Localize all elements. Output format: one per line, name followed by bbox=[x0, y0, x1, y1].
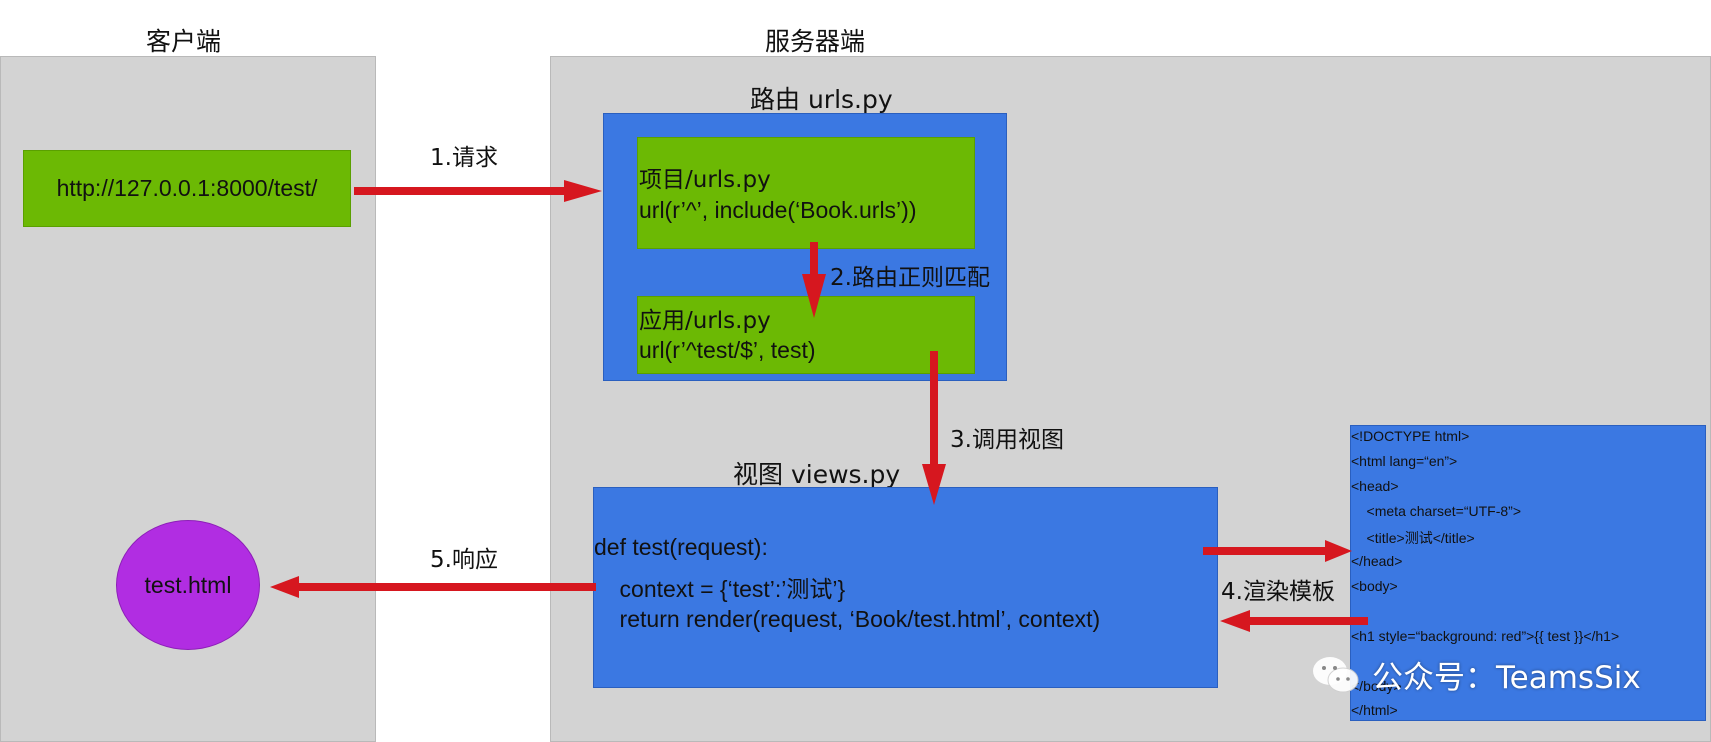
app-urls-code: url(r’^test/$’, test) bbox=[639, 337, 816, 363]
step-4-label: 4.渲染模板 bbox=[1221, 579, 1335, 605]
arrow-render-to-template bbox=[1203, 540, 1352, 562]
template-line-4: <meta charset=“UTF-8”> bbox=[1351, 503, 1521, 519]
view-code-line-3: return render(request, ‘Book/test.html’,… bbox=[594, 606, 1101, 632]
template-line-6: </head> bbox=[1351, 553, 1403, 569]
step-2-label: 2.路由正则匹配 bbox=[830, 265, 990, 291]
view-code-line-1: def test(request): bbox=[594, 534, 768, 560]
template-line-11: </body> bbox=[1351, 678, 1402, 694]
client-heading: 客户端 bbox=[146, 27, 222, 56]
watermark: 公众号：TeamsSix bbox=[1310, 652, 1641, 697]
watermark-text: 公众号：TeamsSix bbox=[1372, 660, 1641, 696]
step-3-label: 3.调用视图 bbox=[950, 427, 1064, 453]
template-line-7: <body> bbox=[1351, 578, 1398, 594]
template-box: <!DOCTYPE html> <html lang=“en”> <head> … bbox=[1350, 425, 1706, 721]
step-5-label: 5.响应 bbox=[430, 547, 498, 573]
template-line-12: </html> bbox=[1351, 702, 1398, 718]
step-1-label: 1.请求 bbox=[430, 145, 498, 171]
template-line-9: <h1 style=“background: red”>{{ test }}</… bbox=[1351, 628, 1620, 644]
template-line-3: <head> bbox=[1351, 478, 1399, 494]
arrow-request bbox=[354, 180, 602, 202]
url-box: http://127.0.0.1:8000/test/ bbox=[23, 150, 351, 227]
template-line-1: <!DOCTYPE html> bbox=[1351, 428, 1470, 444]
app-urls-box: 应用/urls.py url(r’^test/$’, test) bbox=[637, 296, 975, 374]
server-heading: 服务器端 bbox=[765, 27, 866, 56]
project-urls-code: url(r’^’, include(‘Book.urls’)) bbox=[639, 197, 917, 223]
response-circle: test.html bbox=[116, 520, 260, 650]
router-title: 路由 urls.py bbox=[750, 85, 893, 114]
wechat-icon bbox=[1313, 656, 1359, 692]
app-urls-label: 应用/urls.py bbox=[639, 308, 771, 334]
view-code-line-2: context = {‘test’:’测试’} bbox=[594, 576, 846, 602]
template-line-5: <title>测试</title> bbox=[1351, 530, 1475, 546]
arrow-call-view bbox=[922, 351, 946, 505]
response-file-label: test.html bbox=[144, 571, 232, 598]
arrow-response bbox=[270, 576, 596, 598]
arrow-render-to-view bbox=[1220, 610, 1368, 632]
view-box: def test(request): context = {‘test’:’测试… bbox=[593, 487, 1218, 688]
template-line-2: <html lang=“en”> bbox=[1351, 453, 1458, 469]
arrow-route-match bbox=[802, 242, 826, 318]
url-text: http://127.0.0.1:8000/test/ bbox=[56, 175, 318, 201]
project-urls-box: 项目/urls.py url(r’^’, include(‘Book.urls’… bbox=[637, 137, 975, 249]
project-urls-label: 项目/urls.py bbox=[639, 167, 771, 193]
view-title: 视图 views.py bbox=[733, 460, 901, 489]
